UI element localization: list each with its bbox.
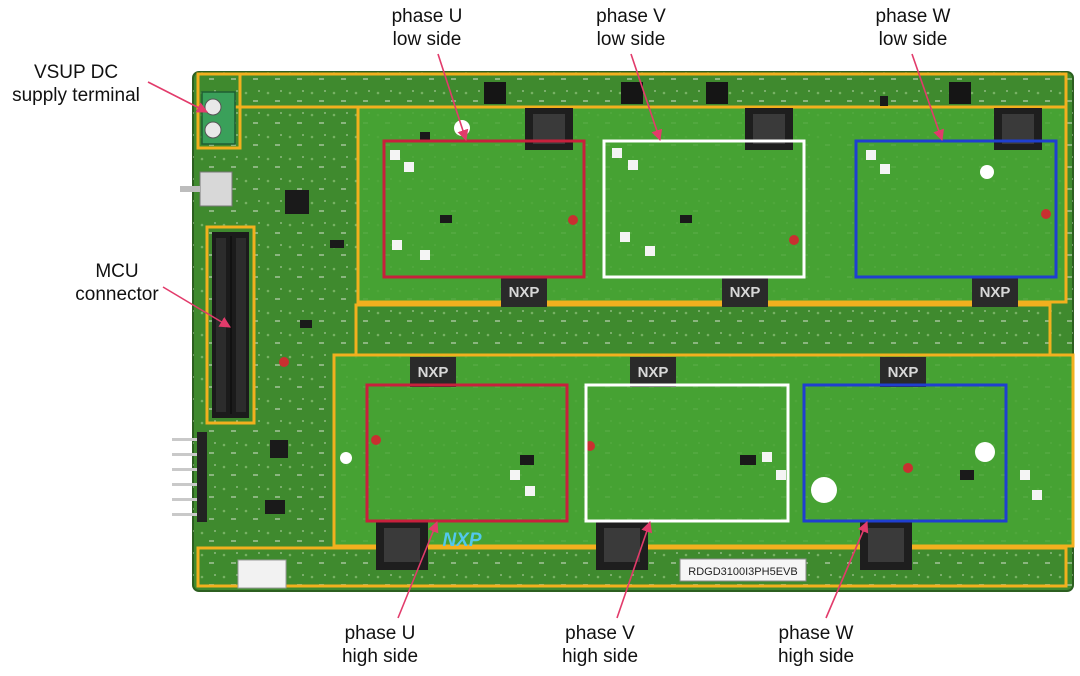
arrow-u-low — [437, 53, 469, 142]
label-phase-u-high: phase U high side — [320, 622, 440, 668]
label-phase-w-low: phase W low side — [858, 5, 968, 51]
label-phase-u-high-line2: high side — [341, 646, 419, 667]
label-phase-u-low: phase U low side — [372, 5, 482, 51]
label-phase-v-low-line2: low side — [596, 29, 666, 50]
label-phase-w-low-line1: phase W — [875, 6, 951, 27]
arrow-v-low — [630, 53, 663, 142]
label-vsup-line2: supply terminal — [12, 85, 140, 106]
arrow-w-high — [825, 520, 869, 619]
box-phase-u-low — [382, 139, 586, 279]
arrow-u-high — [397, 520, 439, 619]
label-phase-u-low-line2: low side — [392, 29, 462, 50]
smd-components — [265, 96, 974, 514]
box-phase-w-low — [854, 139, 1058, 279]
ic-brand-u-low: NXP — [509, 284, 540, 301]
white-pads — [390, 148, 1042, 500]
part-number: RDGD3100I3PH5EVB — [688, 566, 797, 578]
frame-high-side — [332, 353, 1075, 548]
high-side-connectors — [376, 520, 912, 570]
bottom-connector — [237, 559, 287, 589]
label-phase-w-low-line2: low side — [878, 29, 948, 50]
board-logo: NXP — [442, 530, 481, 551]
label-phase-w-high-line2: high side — [777, 646, 855, 667]
part-number-plate — [679, 558, 807, 582]
label-phase-w-high: phase W high side — [756, 622, 876, 668]
arrow-vsup — [147, 81, 208, 113]
high-side-pour — [334, 356, 1074, 546]
arrow-w-low — [911, 53, 944, 142]
label-mcu-line2: connector — [75, 284, 159, 305]
label-vsup: VSUP DC supply terminal — [6, 61, 146, 107]
top-power-packages — [484, 82, 971, 104]
label-phase-u-high-line1: phase U — [344, 623, 416, 644]
label-phase-v-high: phase V high side — [540, 622, 660, 668]
box-phase-v-low — [602, 139, 806, 279]
ic-brand-w-low: NXP — [980, 284, 1011, 301]
ic-brand-w-high: NXP — [888, 364, 919, 381]
label-vsup-line1: VSUP DC — [33, 62, 119, 83]
power-switch — [199, 171, 233, 207]
box-phase-v-high — [584, 383, 790, 523]
box-phase-u-high — [365, 383, 569, 523]
vsup-terminal-block — [201, 91, 236, 145]
low-side-pour — [358, 108, 1066, 303]
arrow-mcu — [162, 286, 231, 328]
label-phase-v-low: phase V low side — [576, 5, 686, 51]
box-phase-w-high — [802, 383, 1008, 523]
label-phase-v-high-line2: high side — [561, 646, 639, 667]
mcu-connector-body — [212, 232, 249, 418]
frame-mcu-connector — [205, 225, 256, 425]
label-mcu: MCU connector — [72, 260, 162, 306]
ic-brand-v-high: NXP — [638, 364, 669, 381]
label-phase-u-low-line1: phase U — [391, 6, 463, 27]
arrow-v-high — [616, 520, 653, 619]
ic-brand-v-low: NXP — [730, 284, 761, 301]
pin-header — [172, 438, 200, 516]
low-side-connectors — [525, 108, 1042, 150]
test-points — [279, 209, 1051, 473]
gate-driver-ics — [410, 277, 1018, 387]
label-mcu-line1: MCU — [95, 261, 139, 282]
label-phase-v-high-line1: phase V — [565, 623, 635, 644]
ic-brand-u-high: NXP — [418, 364, 449, 381]
label-phase-v-low-line1: phase V — [596, 6, 666, 27]
label-phase-w-high-line1: phase W — [778, 623, 854, 644]
annotation-arrows — [147, 53, 944, 619]
frame-low-side — [356, 105, 1068, 304]
